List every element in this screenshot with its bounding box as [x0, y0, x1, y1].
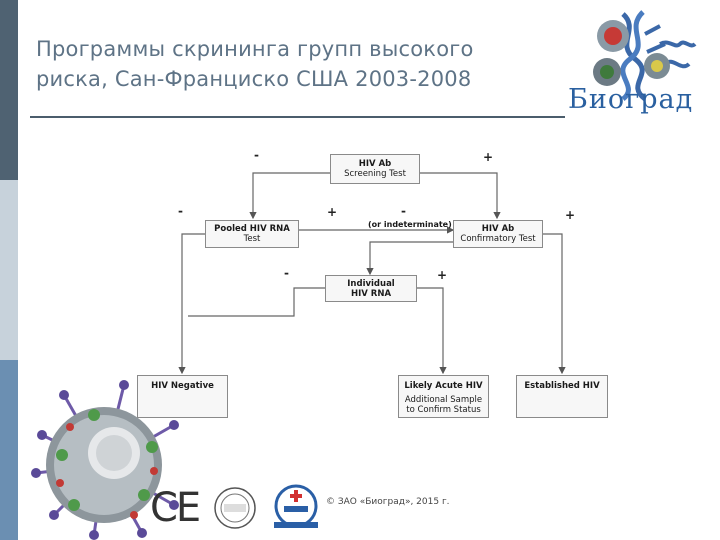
box-confirm-subtitle: Confirmatory Test	[460, 234, 536, 244]
box-individual-subtitle: HIV RNA	[350, 289, 392, 299]
slide-title-line1: Программы скрининга групп высокого	[36, 37, 474, 61]
sign-confirm-minus: -	[401, 204, 406, 218]
box-individual-title: Individual	[347, 279, 395, 289]
health-program-logo-icon	[274, 484, 318, 528]
box-individual-hiv-rna: Individual HIV RNA	[325, 275, 417, 302]
box-hiv-ab-screening: HIV Ab Screening Test	[330, 154, 420, 184]
box-confirm-title: HIV Ab	[481, 224, 515, 234]
box-hiv-ab-confirmatory: HIV Ab Confirmatory Test	[453, 220, 543, 248]
sign-screening-minus: -	[254, 148, 259, 162]
sign-pooled-minus: -	[178, 204, 183, 218]
box-likely-acute-hiv: Likely Acute HIV Additional Sample to Co…	[398, 375, 489, 418]
sign-individual-plus: +	[437, 268, 448, 282]
box-acute-line3: to Confirm Status	[406, 405, 481, 415]
box-established-hiv: Established HIV	[516, 375, 608, 418]
label-or-indeterminate: (or indeterminate)	[368, 220, 452, 229]
box-negative-title: HIV Negative	[151, 381, 214, 391]
box-established-title: Established HIV	[524, 381, 600, 391]
box-hiv-negative: HIV Negative	[137, 375, 228, 418]
side-band-bottom	[0, 360, 18, 540]
biograd-logo-graphic	[593, 10, 697, 101]
ce-mark: CE	[150, 485, 201, 531]
box-pooled-title: Pooled HIV RNA	[214, 224, 290, 234]
box-acute-title: Likely Acute HIV	[404, 381, 483, 391]
sign-pooled-plus: +	[327, 205, 338, 219]
box-acute-line2: Additional Sample	[404, 395, 483, 405]
box-screening-subtitle: Screening Test	[344, 169, 406, 179]
title-underline	[30, 116, 565, 118]
sign-screening-plus: +	[483, 150, 494, 164]
sign-confirm-plus: +	[565, 208, 576, 222]
side-band-top	[0, 0, 18, 180]
box-screening-title: HIV Ab	[358, 159, 392, 169]
copyright-text: © ЗАО «Биоград», 2015 г.	[326, 497, 450, 507]
side-band-middle	[0, 180, 18, 360]
virus-illustration	[31, 380, 179, 540]
biograd-logo-text: Биоград	[568, 84, 694, 115]
slide-title: Программы скрининга групп высокого риска…	[36, 34, 556, 94]
slide-title-line2: риска, Сан-Франциско США 2003-2008	[36, 67, 472, 91]
box-pooled-hiv-rna: Pooled HIV RNA Test	[205, 220, 299, 248]
box-pooled-subtitle: Test	[243, 234, 261, 244]
sign-individual-minus: -	[284, 266, 289, 280]
certification-seal-icon	[214, 487, 256, 529]
